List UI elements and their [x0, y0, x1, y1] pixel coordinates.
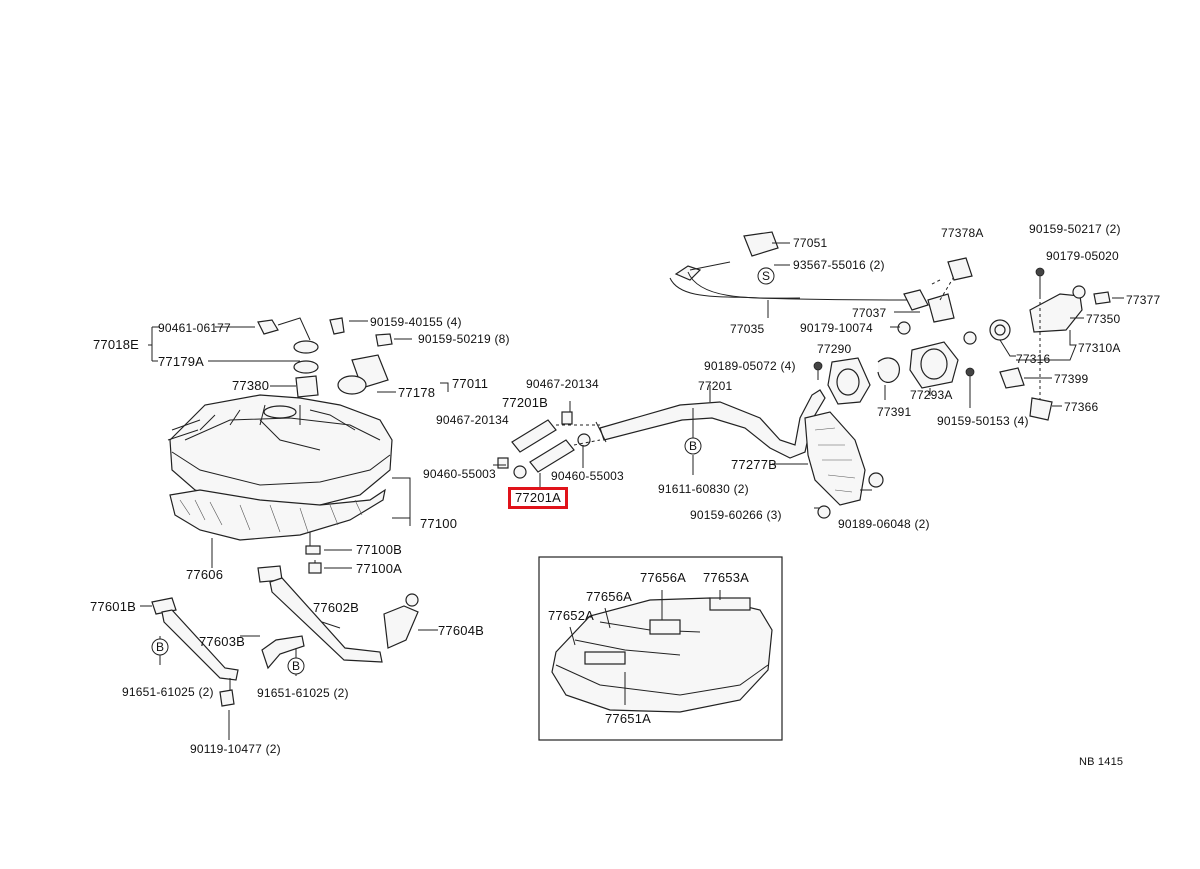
part-label: 77100 [420, 516, 458, 531]
part-label: 77201 [698, 379, 733, 393]
part-label: 90179-10074 [800, 321, 873, 335]
callout-markers [151, 267, 775, 675]
part-label: 93567-55016 (2) [793, 258, 885, 272]
part-label: 77179A [158, 354, 205, 369]
tank-straps [140, 565, 438, 740]
hoses [493, 401, 601, 488]
fuel-tank [167, 394, 393, 574]
part-label: 90467-20134 [436, 413, 509, 427]
part-label: 90179-05020 [1046, 249, 1119, 263]
fuel-filler-assembly [813, 341, 959, 405]
part-label: 90460-55003 [423, 467, 496, 481]
part-label: 77018E [93, 337, 140, 352]
part-label: 90460-55003 [551, 469, 624, 483]
part-label: 90159-60266 (3) [690, 508, 782, 522]
part-label: 77011 [452, 376, 489, 391]
part-label: 77290 [817, 342, 852, 356]
part-label: 77656A [586, 589, 633, 604]
part-label: 90467-20134 [526, 377, 599, 391]
part-label: 77100B [356, 542, 403, 557]
filler-neck-bracket [772, 368, 884, 519]
callout-s: S [762, 269, 771, 283]
part-label: 77651A [605, 711, 652, 726]
part-label: 77037 [852, 306, 887, 320]
part-label: 77366 [1064, 400, 1099, 414]
part-label: 77051 [793, 236, 828, 250]
part-label: 90189-05072 (4) [704, 359, 796, 373]
part-label: 77606 [186, 567, 224, 582]
fuel-cap-and-door [963, 267, 1124, 421]
part-label: 90159-50219 (8) [418, 332, 510, 346]
part-label: 77201B [502, 395, 549, 410]
filler-pipe [595, 385, 826, 475]
part-label: 77293A [910, 388, 953, 402]
part-label: 77378A [941, 226, 984, 240]
part-label: 77316 [1016, 352, 1051, 366]
part-label: 77377 [1126, 293, 1161, 307]
diagram-code: NB 1415 [1079, 756, 1124, 768]
part-label: 77604B [438, 623, 485, 638]
part-label: 91611-60830 (2) [658, 482, 749, 496]
highlighted-part-77201A: 77201A [508, 487, 569, 509]
part-label: 77602B [313, 600, 360, 615]
part-label: 77652A [548, 608, 595, 623]
part-label: 90461-06177 [158, 321, 231, 335]
part-label: 77035 [730, 322, 765, 336]
part-label: 77653A [703, 570, 750, 585]
part-label: 90159-40155 (4) [370, 315, 462, 329]
part-label: 90159-50217 (2) [1029, 222, 1121, 236]
callout-b-strap-left: B [156, 640, 165, 654]
part-label: 90119-10477 (2) [190, 742, 281, 756]
part-label: 77380 [232, 378, 270, 393]
part-label: 77391 [877, 405, 912, 419]
callout-b-strap-right: B [292, 659, 301, 673]
part-label: 91651-61025 (2) [122, 685, 214, 699]
part-label: 77656A [640, 570, 687, 585]
part-label: 90189-06048 (2) [838, 517, 930, 531]
part-label: 77178 [398, 385, 436, 400]
part-label: 77399 [1054, 372, 1089, 386]
callout-b-pipe: B [689, 439, 698, 453]
part-label: 77310A [1078, 341, 1121, 355]
inset-panel [538, 556, 783, 741]
part-label: 77603B [199, 634, 246, 649]
fuel-pump-assembly [257, 317, 393, 398]
part-label: 77277B [731, 457, 778, 472]
part-label: 77350 [1086, 312, 1121, 326]
part-label: 90159-50153 (4) [937, 414, 1029, 428]
part-label: 91651-61025 (2) [257, 686, 349, 700]
part-label: 77100A [356, 561, 403, 576]
part-label: 77601B [90, 599, 137, 614]
